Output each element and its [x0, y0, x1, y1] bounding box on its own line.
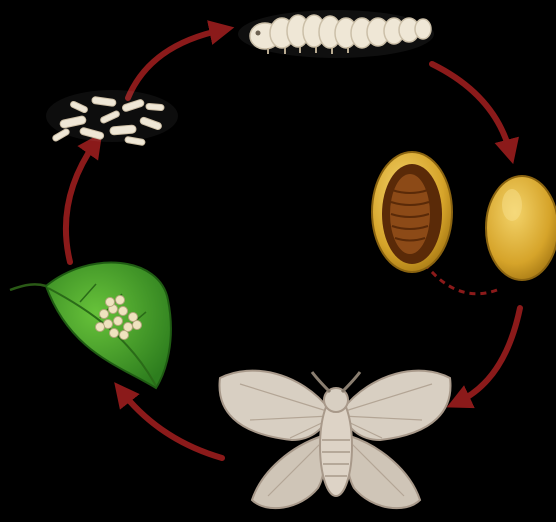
- hatchling-larvae-icon: [46, 90, 178, 146]
- arrow-young-larvae-to-larva: [128, 30, 222, 98]
- arrow-cocoon-to-pupa-dashed: [422, 260, 497, 294]
- arrow-leaf-to-young-larvae: [66, 143, 95, 262]
- silkworm-larva-icon: [238, 10, 434, 58]
- cocoon-icon: [486, 176, 556, 280]
- arrow-cocoon-to-moth: [458, 308, 520, 402]
- arrow-moth-to-leaf: [122, 392, 222, 458]
- cocoon-with-pupa-icon: [372, 152, 452, 272]
- silk-moth-icon: [220, 371, 451, 508]
- arrow-larva-to-cocoon: [432, 64, 510, 152]
- leaf-with-eggs-icon: [10, 263, 171, 388]
